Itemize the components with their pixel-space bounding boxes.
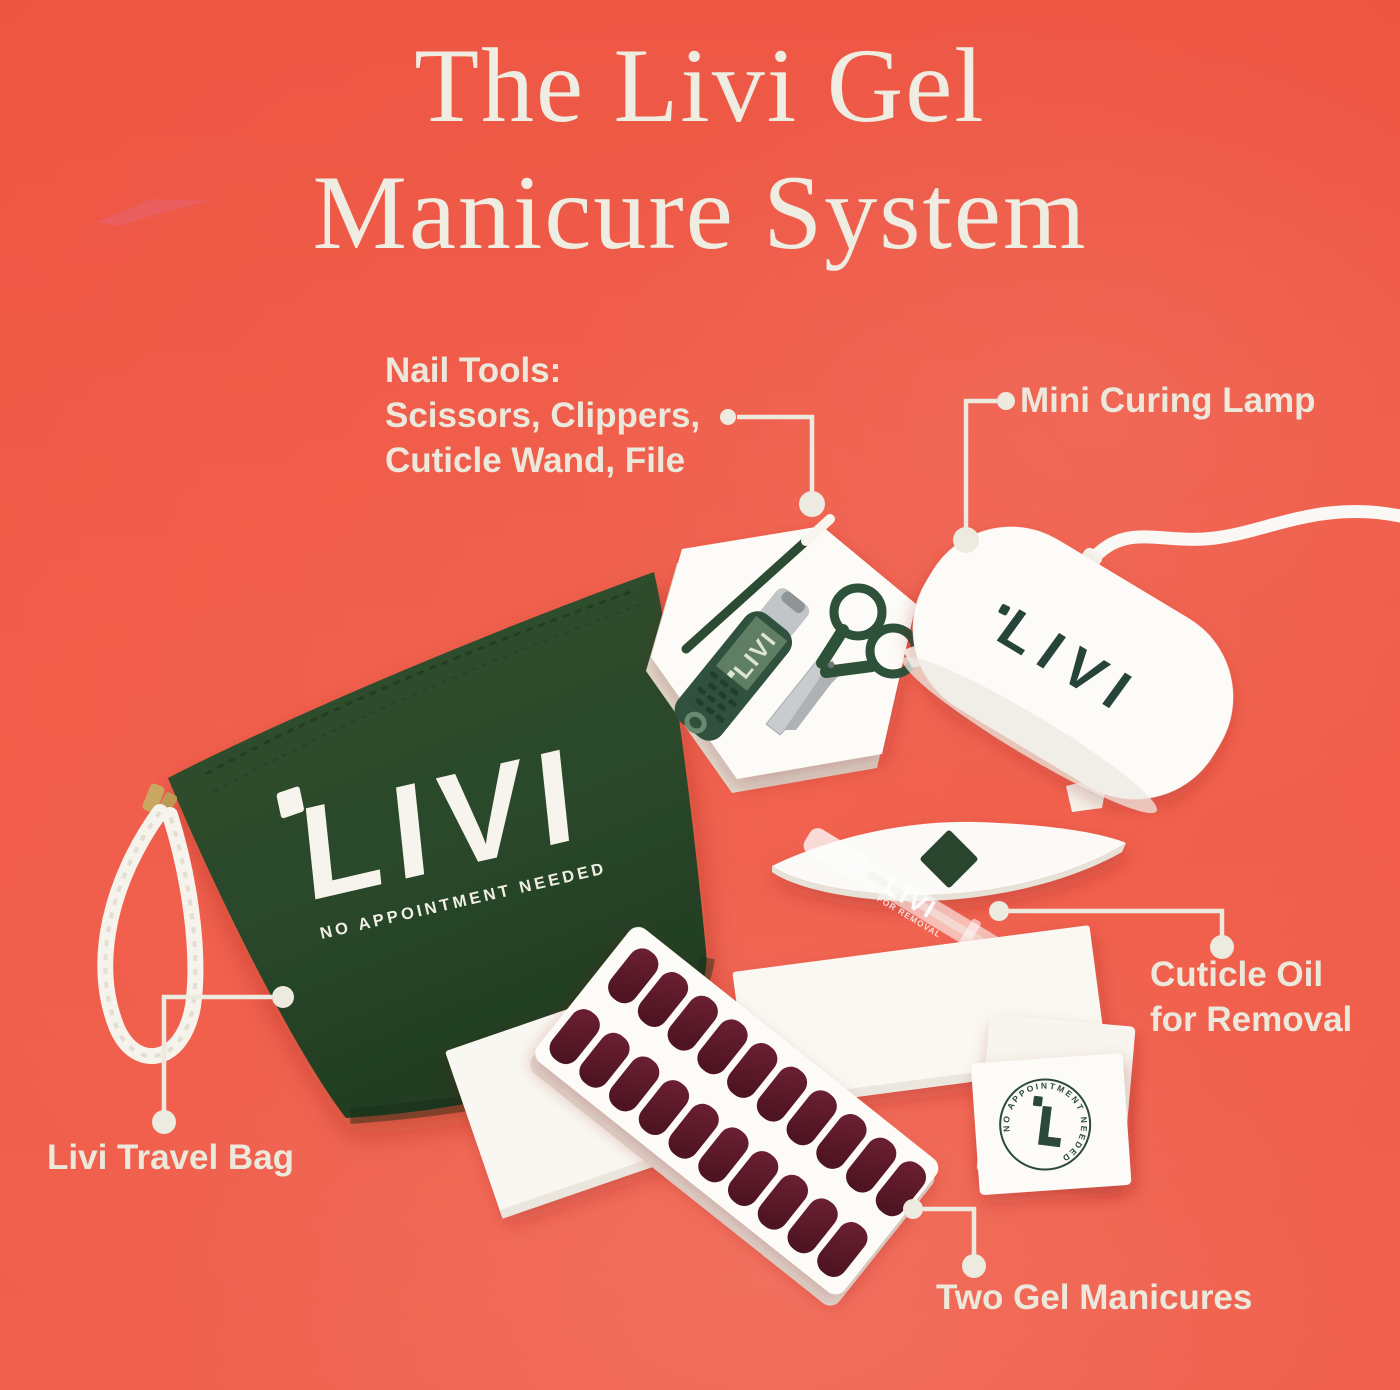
callout-line-travel-bag — [152, 986, 294, 1134]
nail-tools-tray-photo: LIVI — [646, 514, 921, 793]
prep-wipe-cards-photo: NO APPOINTMENT NEEDED NO APPOINTMENT NEE… — [971, 1014, 1136, 1195]
label-nail-tools: Nail Tools: Scissors, Clippers, Cuticle … — [385, 349, 700, 483]
bag-rope-tassel — [97, 783, 204, 1064]
gel-manicure-strips-photo — [530, 926, 939, 1306]
lamp-power-cable — [1083, 504, 1400, 569]
page-title: The Livi Gel Manicure System — [0, 22, 1400, 276]
cuticle-wand — [681, 514, 835, 654]
label-nail-tools-line3: Cuticle Wand, File — [385, 440, 686, 480]
label-gel-manicures: Two Gel Manicures — [936, 1278, 1253, 1317]
label-cuticle-oil-line2: for Removal — [1150, 999, 1353, 1039]
label-travel-bag: Livi Travel Bag — [47, 1138, 295, 1177]
label-cuticle-oil-line1: Cuticle Oil — [1150, 955, 1324, 994]
label-mini-curing-lamp: Mini Curing Lamp — [1020, 381, 1316, 420]
label-nail-tools-line2: Scissors, Clippers, — [385, 395, 701, 435]
callout-line-nail-tools — [720, 409, 825, 517]
callout-line-cuticle-oil — [989, 901, 1234, 959]
label-cuticle-oil: Cuticle Oil for Removal — [1150, 953, 1352, 1043]
file-diamond-logo — [920, 830, 978, 888]
page-title-line1: The Livi Gel — [414, 27, 986, 144]
gel-nail-stickers — [549, 948, 927, 1277]
nail-clippers: LIVI — [674, 588, 810, 741]
background-pink-sliver — [97, 199, 210, 226]
callout-line-gel-manicures — [903, 1199, 986, 1278]
travel-bag-photo: LIVI NO APPOINTMENT NEEDED — [168, 572, 715, 1124]
label-nail-tools-line1: Nail Tools: — [385, 351, 562, 390]
page-title-line2: Manicure System — [312, 154, 1088, 272]
callout-lines — [152, 392, 1234, 1278]
curing-lamp-photo: LIVI — [902, 504, 1400, 814]
callout-line-mini-lamp — [953, 392, 1015, 553]
cuticle-scissors — [765, 583, 921, 736]
